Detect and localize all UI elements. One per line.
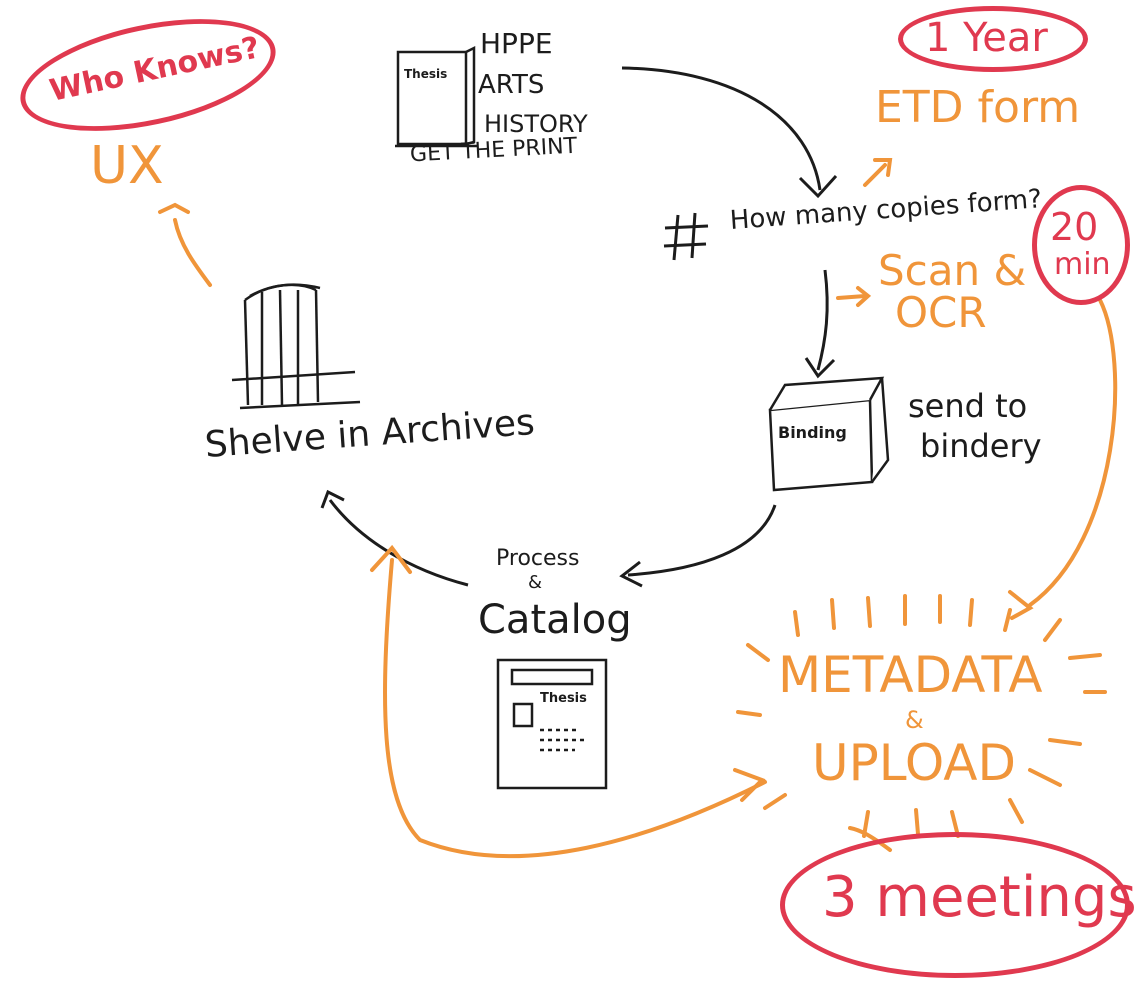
- thesis-book-icon: [395, 45, 478, 148]
- arrowhead-catalog: [619, 560, 643, 588]
- send-to-label: send to: [908, 387, 1028, 425]
- twenty-min-oval: [1032, 185, 1130, 305]
- arrow-copies-to-scan: [836, 294, 867, 300]
- one-year-label: 1 Year: [925, 15, 1048, 61]
- metadata-amp-label: &: [905, 706, 924, 734]
- bindery-label: bindery: [920, 427, 1042, 465]
- arrowhead-etd: [873, 158, 893, 177]
- binding-box-icon: [768, 376, 890, 492]
- arrowhead-upload: [733, 768, 766, 802]
- dept-hppe: HPPE: [480, 27, 553, 60]
- scan-label: Scan &: [878, 246, 1027, 295]
- arrowhead-metadata: [1008, 590, 1034, 620]
- archive-shelf-icon: [231, 283, 361, 410]
- ocr-label: OCR: [895, 288, 987, 337]
- ux-label: UX: [90, 136, 164, 196]
- upload-label: UPLOAD: [812, 734, 1017, 792]
- hash-icon: [663, 212, 709, 261]
- min-label: min: [1054, 247, 1111, 282]
- arrow-copies-to-binding: [816, 269, 829, 371]
- catalog-label: Catalog: [478, 597, 632, 643]
- thesis-book-label: Thesis: [404, 67, 448, 81]
- arrowhead-shelve-orange: [370, 544, 412, 574]
- arrowhead-ux: [158, 202, 190, 214]
- arrowhead-binding: [804, 357, 836, 379]
- three-meetings-oval: [780, 832, 1130, 978]
- catalog-card-label: Thesis: [540, 691, 587, 706]
- arrowhead-scan: [856, 286, 872, 307]
- catalog-record-icon: [496, 658, 608, 790]
- etd-form-label: ETD form: [875, 82, 1081, 133]
- dept-history: HISTORY: [484, 110, 588, 138]
- arrow-copies-to-etd: [863, 163, 887, 187]
- arrowhead-shelve: [320, 489, 345, 509]
- binding-box-label: Binding: [778, 423, 847, 442]
- arrow-upload-to-shelve: [383, 558, 767, 859]
- arrow-20min-to-metadata: [1028, 298, 1118, 607]
- metadata-label: METADATA: [778, 646, 1043, 704]
- three-meetings-label: 3 meetings: [822, 865, 1137, 930]
- dept-arts: ARTS: [478, 70, 545, 100]
- process-amp-label: &: [528, 572, 543, 593]
- arrow-catalog-to-shelve: [328, 499, 469, 587]
- twenty-label: 20: [1050, 205, 1099, 249]
- arrow-print-to-copies: [621, 66, 822, 191]
- arrowhead-copies: [798, 174, 838, 199]
- one-year-oval: [898, 6, 1088, 72]
- process-label: Process: [496, 546, 580, 571]
- arrow-bindery-to-catalog: [627, 504, 777, 577]
- arrow-ux-to-shelve: [173, 218, 212, 287]
